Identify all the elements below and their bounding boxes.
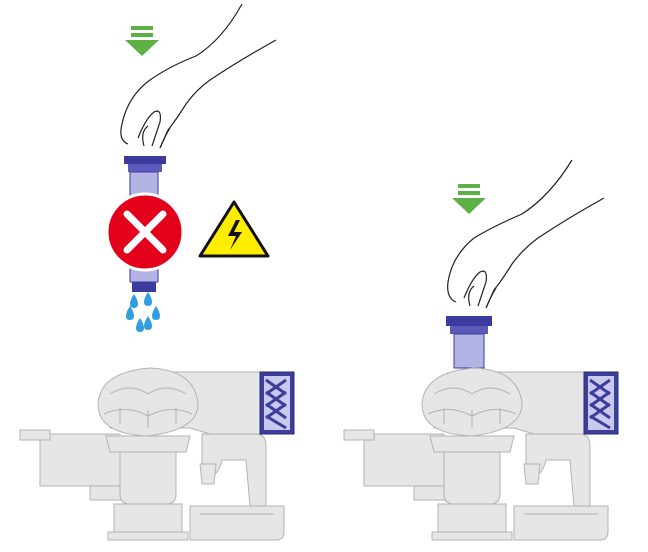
vacuum-icon (344, 368, 618, 540)
vacuum-icon (20, 368, 294, 540)
prohibited-x-icon (107, 194, 183, 270)
down-arrow-icon (125, 26, 159, 56)
water-drops-icon (126, 292, 160, 332)
right-panel (344, 160, 618, 540)
hand-icon (448, 160, 604, 308)
electric-hazard-icon (200, 202, 268, 256)
left-panel (20, 4, 294, 540)
dry-filter-icon (446, 316, 492, 368)
hand-icon (121, 4, 276, 148)
down-arrow-icon (452, 184, 486, 214)
